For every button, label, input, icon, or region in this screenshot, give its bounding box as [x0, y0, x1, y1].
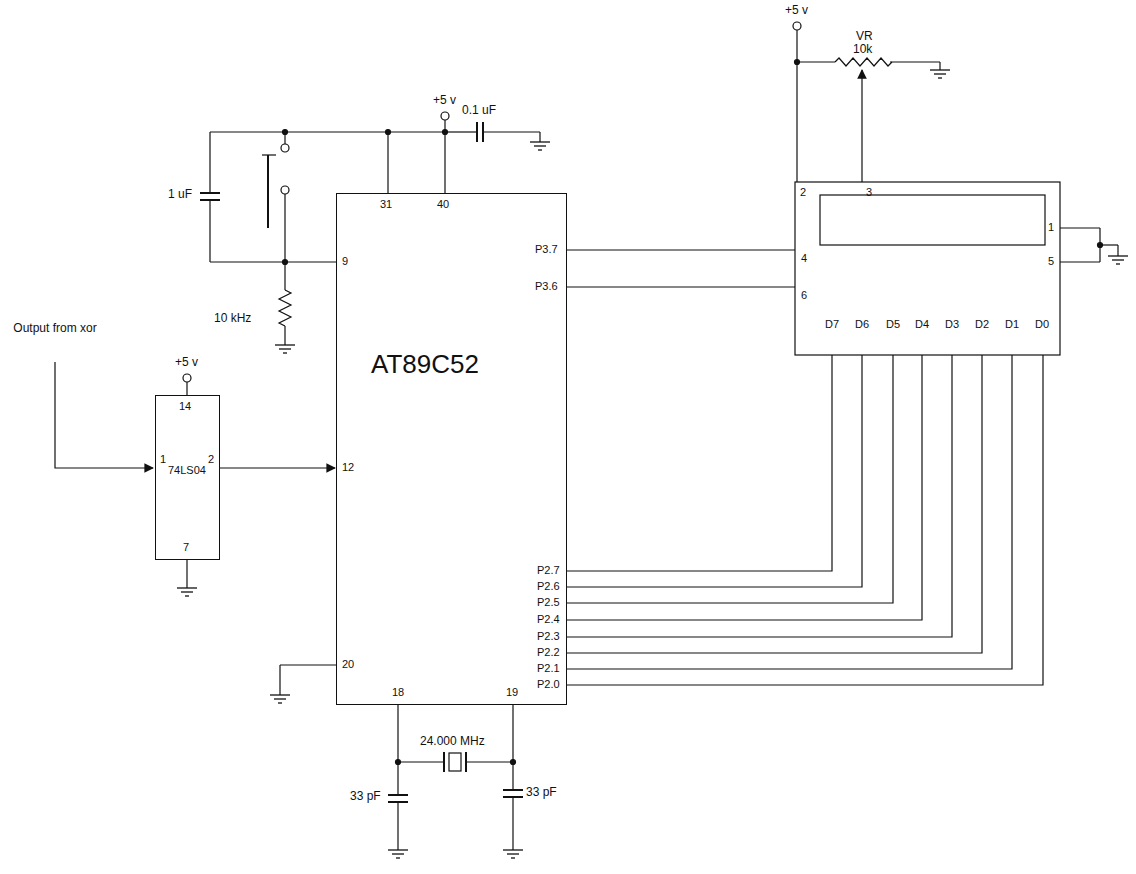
chip-name: AT89C52 [371, 349, 479, 380]
pin-name: P2.7 [537, 564, 560, 577]
capacitor-value: 33 pF [350, 790, 381, 803]
pin-number: 2 [800, 186, 806, 199]
microcontroller-chip: AT89C52 [336, 193, 567, 705]
signal-wire [220, 467, 335, 468]
pin-number: 14 [179, 400, 191, 413]
pin-name: D7 [825, 318, 839, 331]
ground-wire [270, 665, 336, 703]
chip-name: 74LS04 [168, 464, 206, 476]
pin-number: 5 [1048, 255, 1054, 268]
pin-number: 18 [392, 686, 404, 699]
pin-name: D0 [1035, 318, 1049, 331]
pin-number: 1 [1048, 221, 1054, 234]
pin-name: P2.2 [537, 646, 560, 659]
pin-number: 4 [801, 252, 807, 265]
inverter-chip: 74LS04 [155, 395, 220, 560]
pin-number: 7 [183, 541, 189, 554]
pin-number: 31 [380, 198, 392, 211]
pin-number: 12 [342, 461, 354, 474]
inverter-wiring [55, 362, 197, 596]
pin-name: D1 [1005, 318, 1019, 331]
potentiometer-value: 10k [853, 43, 872, 56]
pin-name: P3.7 [535, 243, 558, 256]
supply-label: +5 v [175, 356, 198, 369]
crystal-circuit [388, 705, 523, 858]
pin-name: D3 [945, 318, 959, 331]
supply-label: +5 v [785, 4, 808, 17]
pin-number: 6 [801, 289, 807, 302]
pin-name: P2.4 [537, 613, 560, 626]
pin-name: D6 [855, 318, 869, 331]
crystal-value: 24.000 MHz [420, 735, 485, 748]
pin-name: P2.1 [537, 662, 560, 675]
pin-name: D5 [886, 318, 900, 331]
pin-number: 20 [342, 658, 354, 671]
pin-name: P3.6 [535, 280, 558, 293]
signal-label: Output from xor [8, 322, 102, 335]
capacitor-value: 0.1 uF [462, 104, 496, 117]
pin-name: P2.0 [537, 678, 560, 691]
connector-layer [220, 468, 335, 469]
pin-name: P2.5 [537, 596, 560, 609]
pin-number: 1 [160, 453, 166, 466]
bus-wires [567, 250, 1043, 685]
pin-number: 2 [208, 453, 214, 466]
lcd-module [793, 22, 1128, 355]
pin-number: 19 [506, 686, 518, 699]
capacitor-value: 1 uF [168, 188, 192, 201]
pin-name: D4 [915, 318, 929, 331]
potentiometer-name: VR [856, 30, 873, 43]
pin-number: 9 [342, 255, 348, 268]
pin-number: 3 [866, 186, 872, 199]
reset-circuit [200, 112, 550, 353]
capacitor-value: 33 pF [526, 786, 557, 799]
supply-label: +5 v [433, 94, 456, 107]
pin-name: P2.3 [537, 630, 560, 643]
pin-name: P2.6 [537, 580, 560, 593]
pin-name: D2 [975, 318, 989, 331]
pin-number: 40 [437, 198, 449, 211]
resistor-value: 10 kHz [214, 312, 251, 325]
